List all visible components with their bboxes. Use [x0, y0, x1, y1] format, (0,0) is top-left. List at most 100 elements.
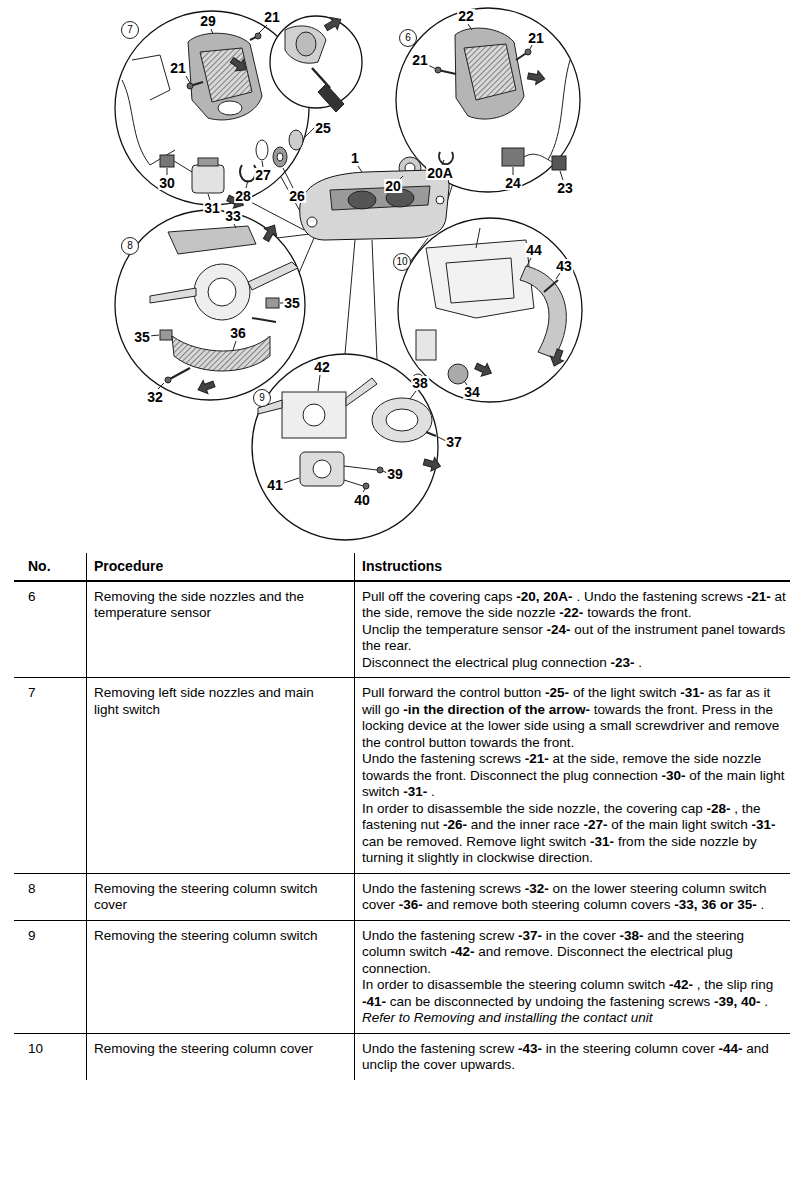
text-run: -38-: [619, 928, 643, 943]
text-run: of the light switch: [569, 685, 680, 700]
text-run: -24-: [547, 622, 571, 637]
text-run: .: [757, 897, 765, 912]
row-number: 7: [28, 685, 82, 702]
art-circle: [396, 8, 580, 192]
instruction-text: Undo the fastening screws -32- on the lo…: [362, 881, 786, 914]
instruction-text: Refer to Removing and installing the con…: [362, 1010, 786, 1027]
text-run: Removing the steering column switch cove…: [94, 881, 318, 913]
text-run: -31-: [752, 817, 776, 832]
art-ellipse: [348, 191, 376, 209]
text-run: -44-: [718, 1041, 742, 1056]
art-ellipse: [372, 398, 432, 442]
text-run: Disconnect the electrical plug connectio…: [362, 655, 610, 670]
art-circle: [398, 218, 582, 402]
instruction-text: Pull off the covering caps -20, 20A- . U…: [362, 589, 786, 622]
table-cell: 9: [14, 921, 86, 1033]
text-run: Pull forward the control button: [362, 685, 545, 700]
art-line: [527, 258, 531, 266]
art-line: [476, 228, 480, 248]
table-cell: Undo the fastening screw -43- in the ste…: [354, 1034, 790, 1080]
art-use: [228, 54, 250, 75]
callout-number: 38: [411, 376, 429, 390]
art-rect: [192, 165, 224, 193]
callout-number: 35: [133, 330, 151, 344]
text-run: and remove both steering column covers: [423, 897, 674, 912]
text-run: can be removed. Remove light switch: [362, 834, 590, 849]
art-circle: [115, 210, 305, 400]
text-run: -31-: [680, 685, 704, 700]
callout-number: 29: [199, 14, 217, 28]
text-run: -33, 36 or 35-: [674, 897, 757, 912]
text-run: can be disconnected by undoing the faste…: [386, 994, 714, 1009]
art-line: [344, 480, 363, 486]
text-run: -31-: [590, 834, 614, 849]
art-line: [344, 466, 377, 470]
callout-number: 21: [527, 31, 545, 45]
text-run: 6: [28, 589, 36, 604]
art-line: [252, 318, 276, 322]
art-ellipse: [273, 147, 287, 167]
art-line: [556, 273, 560, 279]
art-line: [363, 489, 365, 492]
text-run: Undo the fastening screws: [362, 751, 525, 766]
art-use: [422, 455, 442, 473]
text-run: Unclip the temperature sensor: [362, 622, 547, 637]
table-cell: Removing the steering column cover: [86, 1034, 354, 1080]
art-circle: [270, 16, 362, 108]
art-line: [277, 234, 310, 238]
table-cell: Undo the fastening screws -32- on the lo…: [354, 874, 790, 920]
art-rect: [266, 298, 279, 308]
callout-number: 27: [254, 168, 272, 182]
art-line: [168, 368, 190, 380]
table-cell: 7: [14, 678, 86, 873]
art-use: [260, 222, 281, 244]
callout-number: 30: [158, 176, 176, 190]
callout-number: 33: [224, 209, 242, 223]
art-path: [520, 266, 566, 358]
art-path: [330, 186, 430, 210]
art-rect: [300, 452, 344, 486]
text-run: -41-: [362, 994, 386, 1009]
text-run: -39, 40-: [714, 994, 761, 1009]
art-line: [262, 161, 263, 167]
instruction-text: Undo the fastening screw -43- in the ste…: [362, 1041, 786, 1074]
text-run: -28-: [706, 801, 730, 816]
art-path: [439, 152, 453, 164]
table-cell: Pull off the covering caps -20, 20A- . U…: [354, 582, 790, 678]
table-cell: 10: [14, 1034, 86, 1080]
text-run: and the inner race: [467, 817, 583, 832]
text-run: Undo the fastening screw: [362, 928, 518, 943]
text-run: 7: [28, 685, 36, 700]
art-circle: [435, 67, 441, 73]
step-number-circle: 9: [253, 389, 271, 407]
procedure-text: Removing the steering column switch: [94, 928, 340, 945]
text-run: -36-: [399, 897, 423, 912]
instruction-text: Unclip the temperature sensor -24- out o…: [362, 622, 786, 655]
text-run: -30-: [661, 768, 685, 783]
step-number: 8: [127, 241, 133, 251]
art-path: [548, 60, 570, 160]
callout-number: 24: [504, 176, 522, 190]
table-cell: Removing left side nozzles and main ligh…: [86, 678, 354, 873]
text-run: Undo the fastening screws: [362, 881, 525, 896]
text-run: 8: [28, 881, 36, 896]
table-row: 9 Removing the steering column switch Undo…: [14, 921, 790, 1034]
art-ellipse: [386, 409, 418, 431]
art-line: [428, 65, 436, 69]
text-run: -in the direction of the arrow-: [403, 702, 590, 717]
text-run: Removing the steering column cover: [94, 1041, 313, 1056]
text-run: .: [427, 784, 435, 799]
art-rect: [416, 330, 436, 360]
callout-number: 21: [411, 53, 429, 67]
table-row: 8 Removing the steering column switch cov…: [14, 874, 790, 921]
art-line: [234, 224, 236, 228]
art-g: [115, 8, 582, 540]
row-number: 6: [28, 589, 82, 606]
text-run: -43-: [518, 1041, 542, 1056]
instruction-text: In order to disassemble the side nozzle,…: [362, 801, 786, 867]
step-number-circle: 10: [393, 253, 411, 271]
callout-number: 28: [234, 189, 252, 203]
text-run: Instructions: [362, 558, 442, 574]
table-cell: Pull forward the control button -25- of …: [354, 678, 790, 873]
text-run: -27-: [583, 817, 607, 832]
